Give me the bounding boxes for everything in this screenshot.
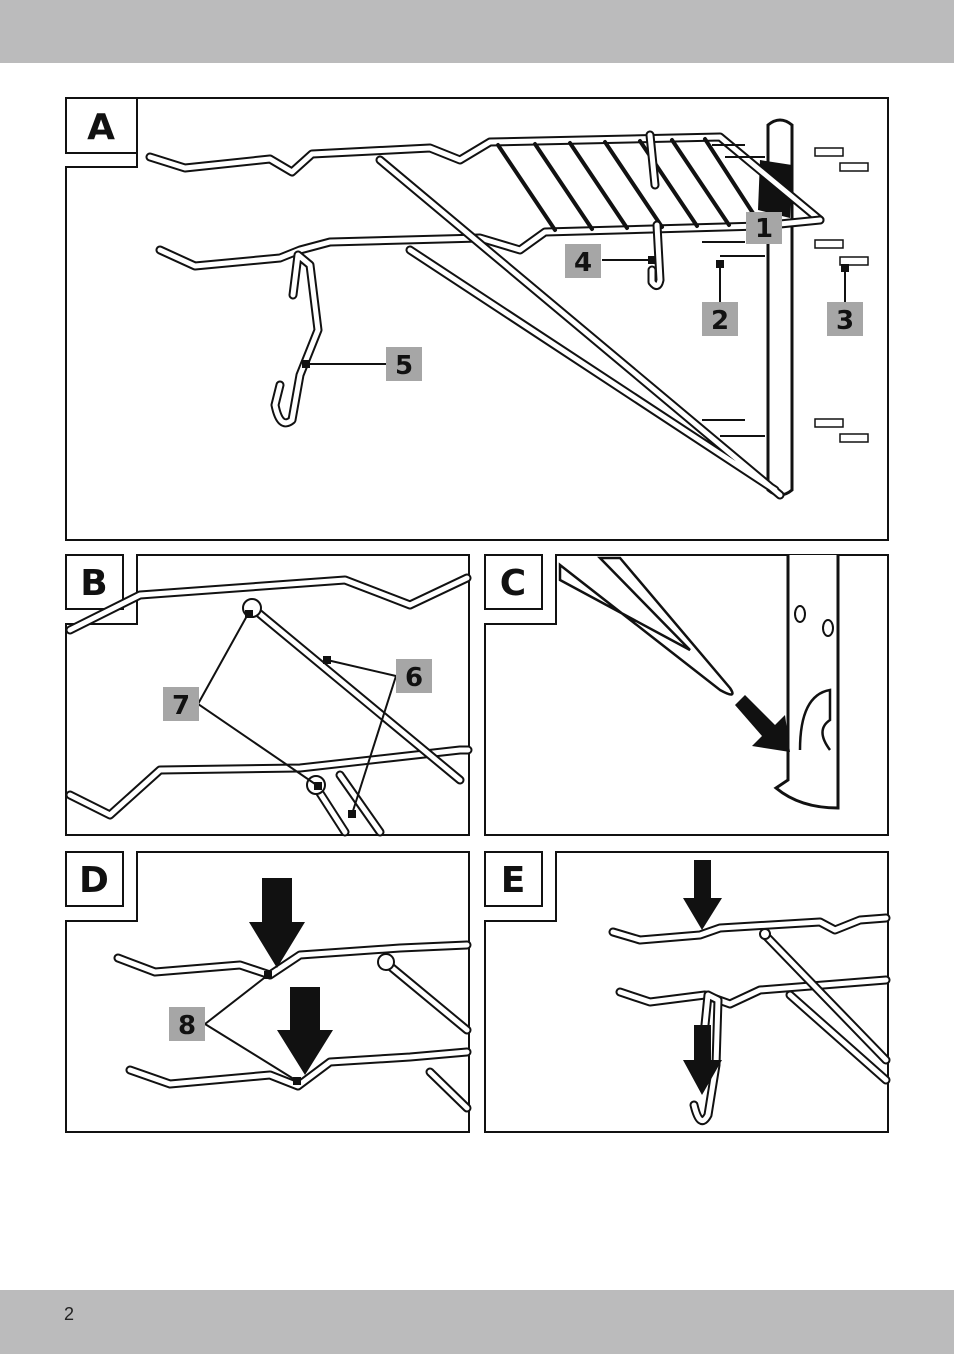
panel-d-letter: D bbox=[79, 860, 109, 901]
svg-text:2: 2 bbox=[711, 306, 729, 336]
callout-1: 1 bbox=[746, 212, 782, 244]
svg-text:1: 1 bbox=[755, 214, 773, 244]
svg-text:3: 3 bbox=[836, 306, 854, 336]
panel-c: C bbox=[485, 555, 888, 835]
svg-text:6: 6 bbox=[405, 663, 423, 693]
panel-b-letter: B bbox=[80, 563, 107, 604]
panel-a: A bbox=[66, 98, 888, 540]
panel-b: B 6 7 bbox=[66, 555, 469, 835]
svg-text:8: 8 bbox=[178, 1011, 196, 1041]
panel-d: D 8 bbox=[66, 852, 469, 1132]
pivot-hole bbox=[378, 954, 394, 970]
svg-text:7: 7 bbox=[172, 691, 190, 721]
panel-e-frame bbox=[485, 852, 888, 1132]
panel-e: E bbox=[485, 852, 888, 1132]
pivot-hole bbox=[760, 929, 770, 939]
panel-a-letter: A bbox=[87, 107, 115, 148]
svg-text:4: 4 bbox=[574, 248, 592, 278]
panel-c-letter: C bbox=[500, 563, 526, 604]
svg-text:5: 5 bbox=[395, 351, 413, 381]
panel-e-letter: E bbox=[501, 860, 526, 901]
